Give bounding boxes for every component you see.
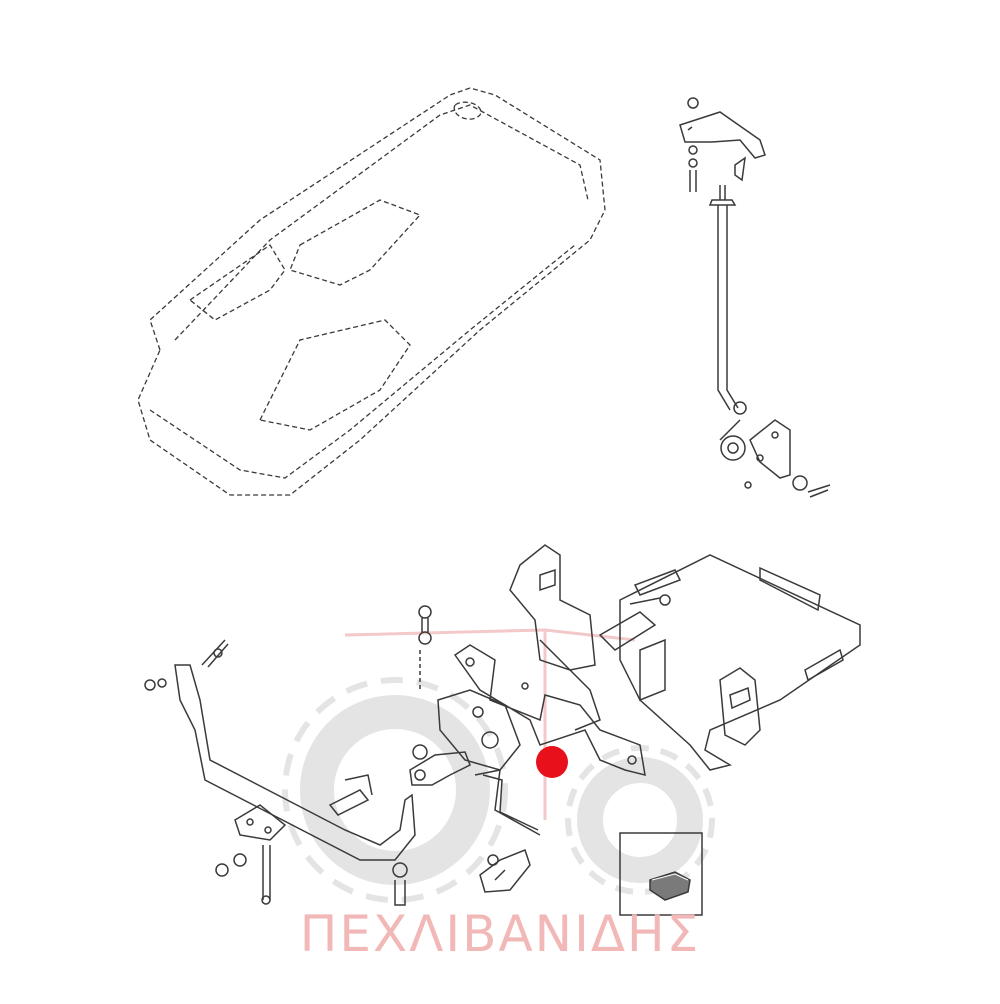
seat-link-rod	[679, 97, 831, 498]
brand-watermark-text: ΠΕΧΛΙΒΑΝΙΔΗΣ	[299, 905, 701, 963]
seat-support-frame	[509, 544, 861, 771]
seat-cushion	[137, 87, 606, 496]
red-dot-icon	[536, 746, 568, 778]
latch-assembly	[144, 605, 646, 906]
detail-inset	[619, 832, 703, 916]
